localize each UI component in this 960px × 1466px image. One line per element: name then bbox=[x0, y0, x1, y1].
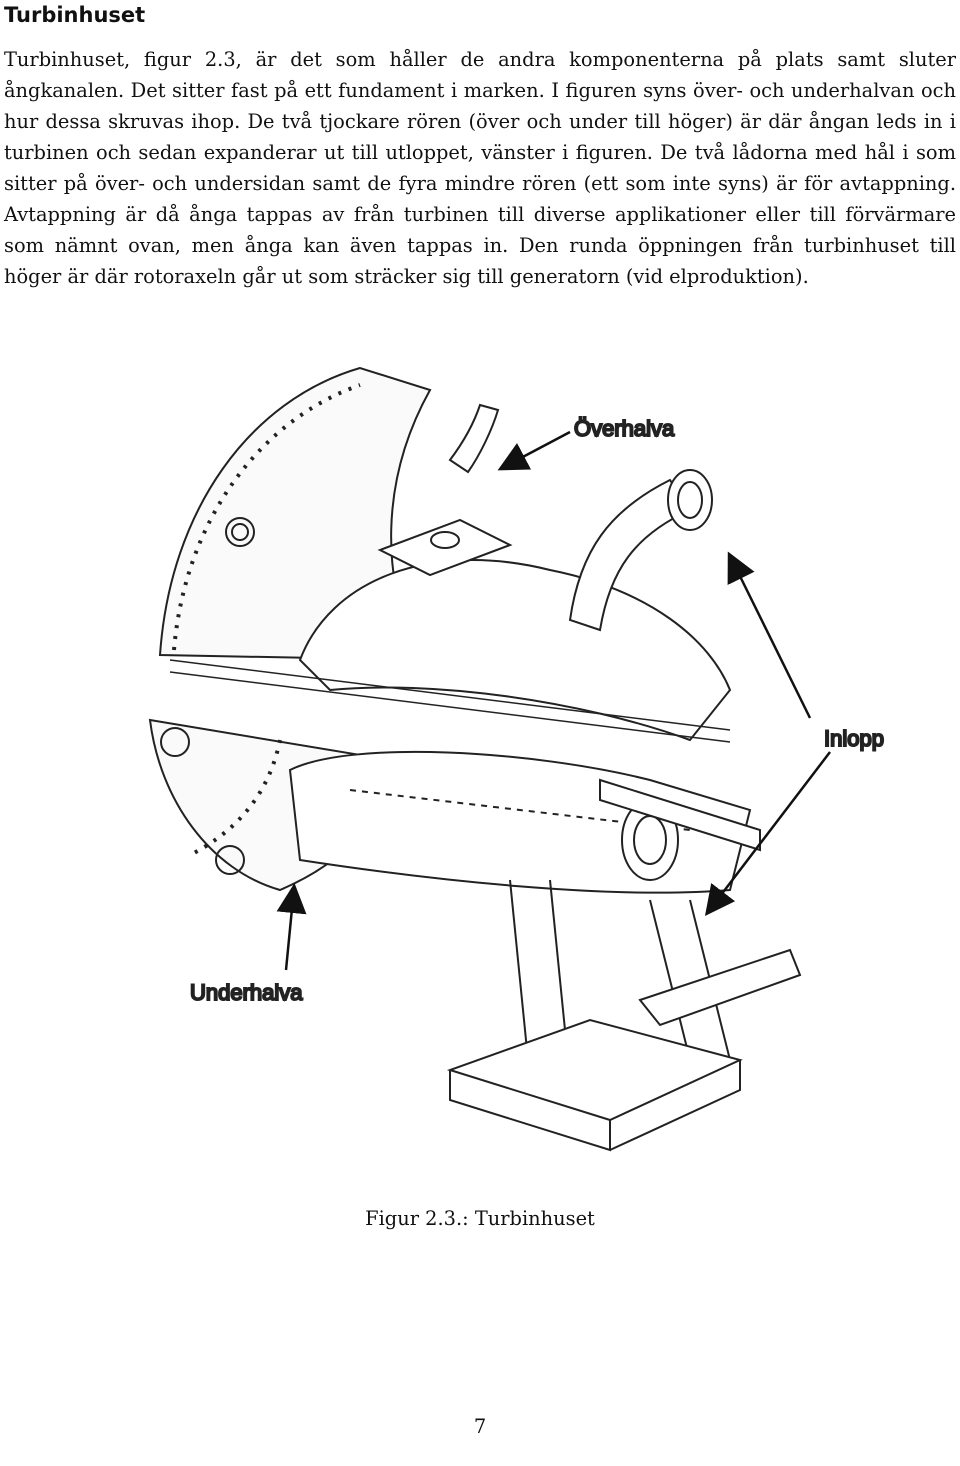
upper-casing-body bbox=[298, 518, 732, 742]
lower-half-arrow bbox=[276, 883, 307, 971]
inlet-arrow bbox=[727, 551, 812, 719]
figure-caption: Figur 2.3.: Turbinhuset bbox=[365, 1207, 595, 1230]
label-lower-half: Underhalva bbox=[190, 980, 303, 1005]
upper-small-pipe bbox=[448, 403, 500, 474]
section-heading: Turbinhuset bbox=[4, 3, 146, 27]
body-paragraph: Turbinhuset, figur 2.3, är det som hålle… bbox=[4, 48, 956, 288]
bolt-row bbox=[169, 659, 731, 743]
lower-casing-body bbox=[288, 750, 752, 894]
label-inlet: Inlopp bbox=[824, 726, 884, 751]
upper-half-arrow bbox=[497, 430, 571, 471]
turbine-casing-figure: Överhalva Inlopp Underhalva bbox=[130, 360, 890, 1190]
support-stand bbox=[446, 778, 802, 1152]
label-upper-half: Överhalva bbox=[574, 416, 675, 441]
inlet-arrow-lower bbox=[704, 751, 831, 916]
page-number: 7 bbox=[473, 1415, 487, 1438]
